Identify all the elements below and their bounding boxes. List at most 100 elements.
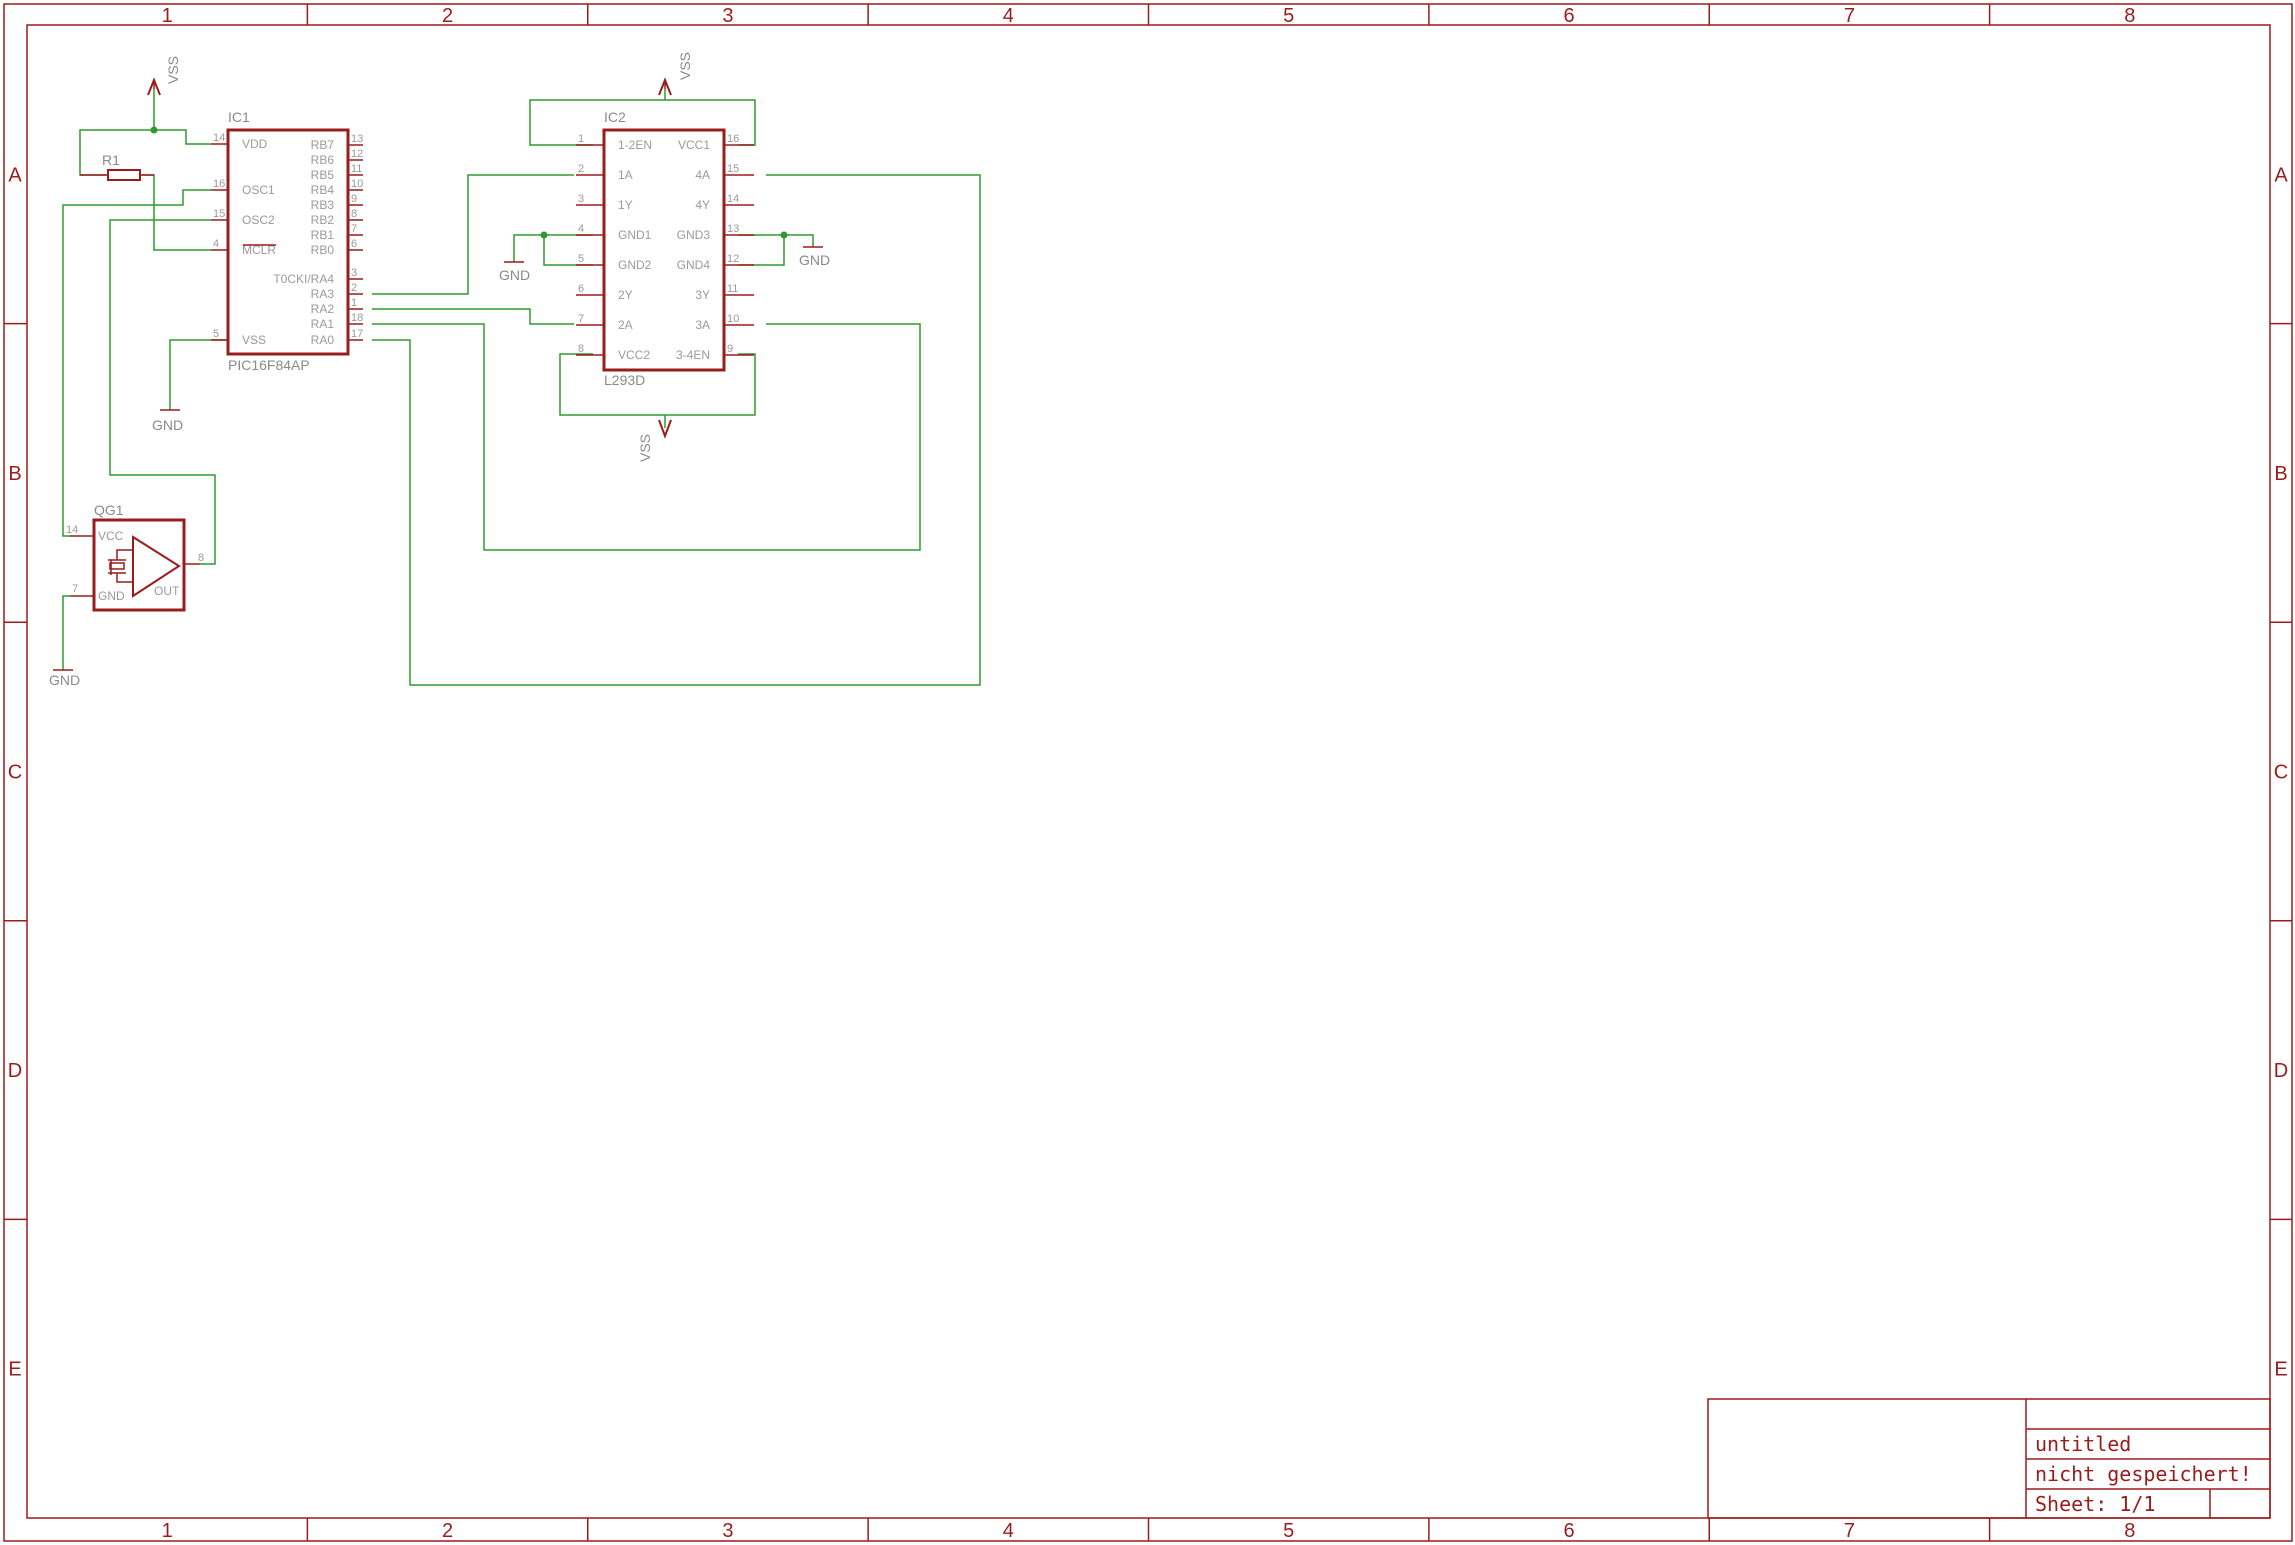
- net-qg1-gnd: [62, 595, 70, 670]
- pin-number: 17: [351, 328, 363, 340]
- column-marker-top: 3: [722, 5, 733, 27]
- pin-name: 3Y: [695, 288, 710, 302]
- pin-name: RA0: [311, 333, 335, 347]
- net-ra0: [372, 174, 981, 686]
- pin-number: 10: [351, 178, 363, 190]
- ic2-ref: IC2: [604, 109, 626, 125]
- pin-number: 7: [351, 223, 357, 235]
- pin-name: RB2: [311, 213, 335, 227]
- pin-name: RB4: [311, 183, 335, 197]
- pin-number: 1: [578, 133, 584, 145]
- supply-symbols: VSS VSS VSS GND GND GND GND: [49, 52, 830, 688]
- pin-name: 1A: [618, 168, 633, 182]
- pin-name: GND3: [677, 228, 711, 242]
- row-marker-right: C: [2274, 762, 2288, 784]
- pin-number: 6: [351, 238, 357, 250]
- gnd-symbol-ic2-left: GND: [499, 261, 530, 283]
- pin-name: 1-2EN: [618, 138, 652, 152]
- pin-name: 1Y: [618, 198, 633, 212]
- pin-name: VSS: [242, 333, 266, 347]
- gnd-label: GND: [152, 417, 183, 433]
- oscillator-qg1[interactable]: QG1 VCC GND OUT 14 7 8: [66, 502, 204, 612]
- pin-name: VCC1: [678, 138, 710, 152]
- pin-number: 15: [727, 163, 739, 175]
- gnd-symbol-ic1: GND: [152, 409, 183, 433]
- pin-name: 2A: [618, 318, 633, 332]
- pin-name: OSC1: [242, 183, 275, 197]
- gnd-symbol-ic2-right: GND: [799, 246, 830, 268]
- column-marker-top: 5: [1283, 5, 1294, 27]
- pin-number: 6: [578, 283, 584, 295]
- pin-name: MCLR: [242, 243, 276, 257]
- r1-ref: R1: [102, 152, 120, 168]
- pin-name: T0CKI/RA4: [273, 272, 334, 286]
- pin-name: GND4: [677, 258, 711, 272]
- pin-name: RB3: [311, 198, 335, 212]
- row-marker-right: B: [2274, 463, 2287, 485]
- vss-supply-symbol: VSS: [147, 56, 181, 96]
- vss-label: VSS: [165, 56, 181, 84]
- junction-dot: [540, 231, 548, 239]
- ic2-value: L293D: [604, 372, 645, 388]
- vss-supply-symbol: VSS: [658, 52, 693, 96]
- pin-number: 4: [213, 238, 219, 250]
- gnd-label: GND: [499, 267, 530, 283]
- pin-name: GND1: [618, 228, 652, 242]
- pin-name: RB0: [311, 243, 335, 257]
- qg1-out-pin-num: 8: [198, 552, 204, 564]
- pin-number: 14: [727, 193, 739, 205]
- pin-number: 18: [351, 312, 363, 324]
- title-block-sheet: Sheet: 1/1: [2035, 1492, 2155, 1516]
- title-block-name: untitled: [2035, 1432, 2131, 1456]
- column-marker-top: 1: [162, 5, 173, 27]
- net-gnd12-sym: [513, 234, 544, 262]
- wires: [62, 89, 981, 686]
- net-vdd: [153, 89, 211, 145]
- qg1-ref: QG1: [94, 502, 124, 518]
- net-gnd12: [543, 234, 593, 266]
- row-marker-left: D: [8, 1060, 22, 1082]
- pin-name: RA2: [311, 302, 335, 316]
- net-osc1: [62, 189, 211, 537]
- net-mclr: [142, 174, 211, 251]
- pin-name: RA1: [311, 317, 335, 331]
- net-gnd34: [738, 234, 785, 266]
- pin-number: 9: [351, 193, 357, 205]
- column-marker-bottom: 7: [1844, 1520, 1855, 1542]
- pin-number: 8: [351, 208, 357, 220]
- qg1-gnd-pin-num: 7: [72, 583, 78, 595]
- pin-number: 10: [727, 313, 739, 325]
- net-en34: [559, 353, 756, 416]
- pin-number: 8: [578, 343, 584, 355]
- resistor-r1[interactable]: R1: [80, 152, 154, 181]
- junction-dot: [150, 126, 158, 134]
- ic1-ref: IC1: [228, 109, 250, 125]
- column-marker-bottom: 8: [2124, 1520, 2135, 1542]
- vss-supply-symbol: VSS: [637, 419, 672, 462]
- vss-label: VSS: [637, 434, 653, 462]
- pin-name: RA3: [311, 287, 335, 301]
- pin-name: 4Y: [695, 198, 710, 212]
- qg1-vcc-label: VCC: [98, 529, 124, 543]
- pin-name: OSC2: [242, 213, 275, 227]
- net-osc2: [109, 219, 216, 565]
- net-ra3: [372, 174, 574, 295]
- pin-number: 11: [727, 283, 738, 295]
- row-marker-left: A: [8, 164, 22, 186]
- pin-name: GND2: [618, 258, 652, 272]
- pin-name: RB5: [311, 168, 335, 182]
- pin-number: 14: [213, 132, 225, 144]
- column-marker-bottom: 6: [1564, 1520, 1575, 1542]
- net-ra2: [372, 308, 574, 325]
- pin-number: 7: [578, 313, 584, 325]
- column-marker-bottom: 1: [162, 1520, 173, 1542]
- pin-number: 3: [351, 267, 357, 279]
- row-marker-left: B: [8, 463, 21, 485]
- ic1-value: PIC16F84AP: [228, 357, 310, 373]
- gnd-label: GND: [49, 672, 80, 688]
- pin-name: 4A: [695, 168, 710, 182]
- column-marker-bottom: 2: [442, 1520, 453, 1542]
